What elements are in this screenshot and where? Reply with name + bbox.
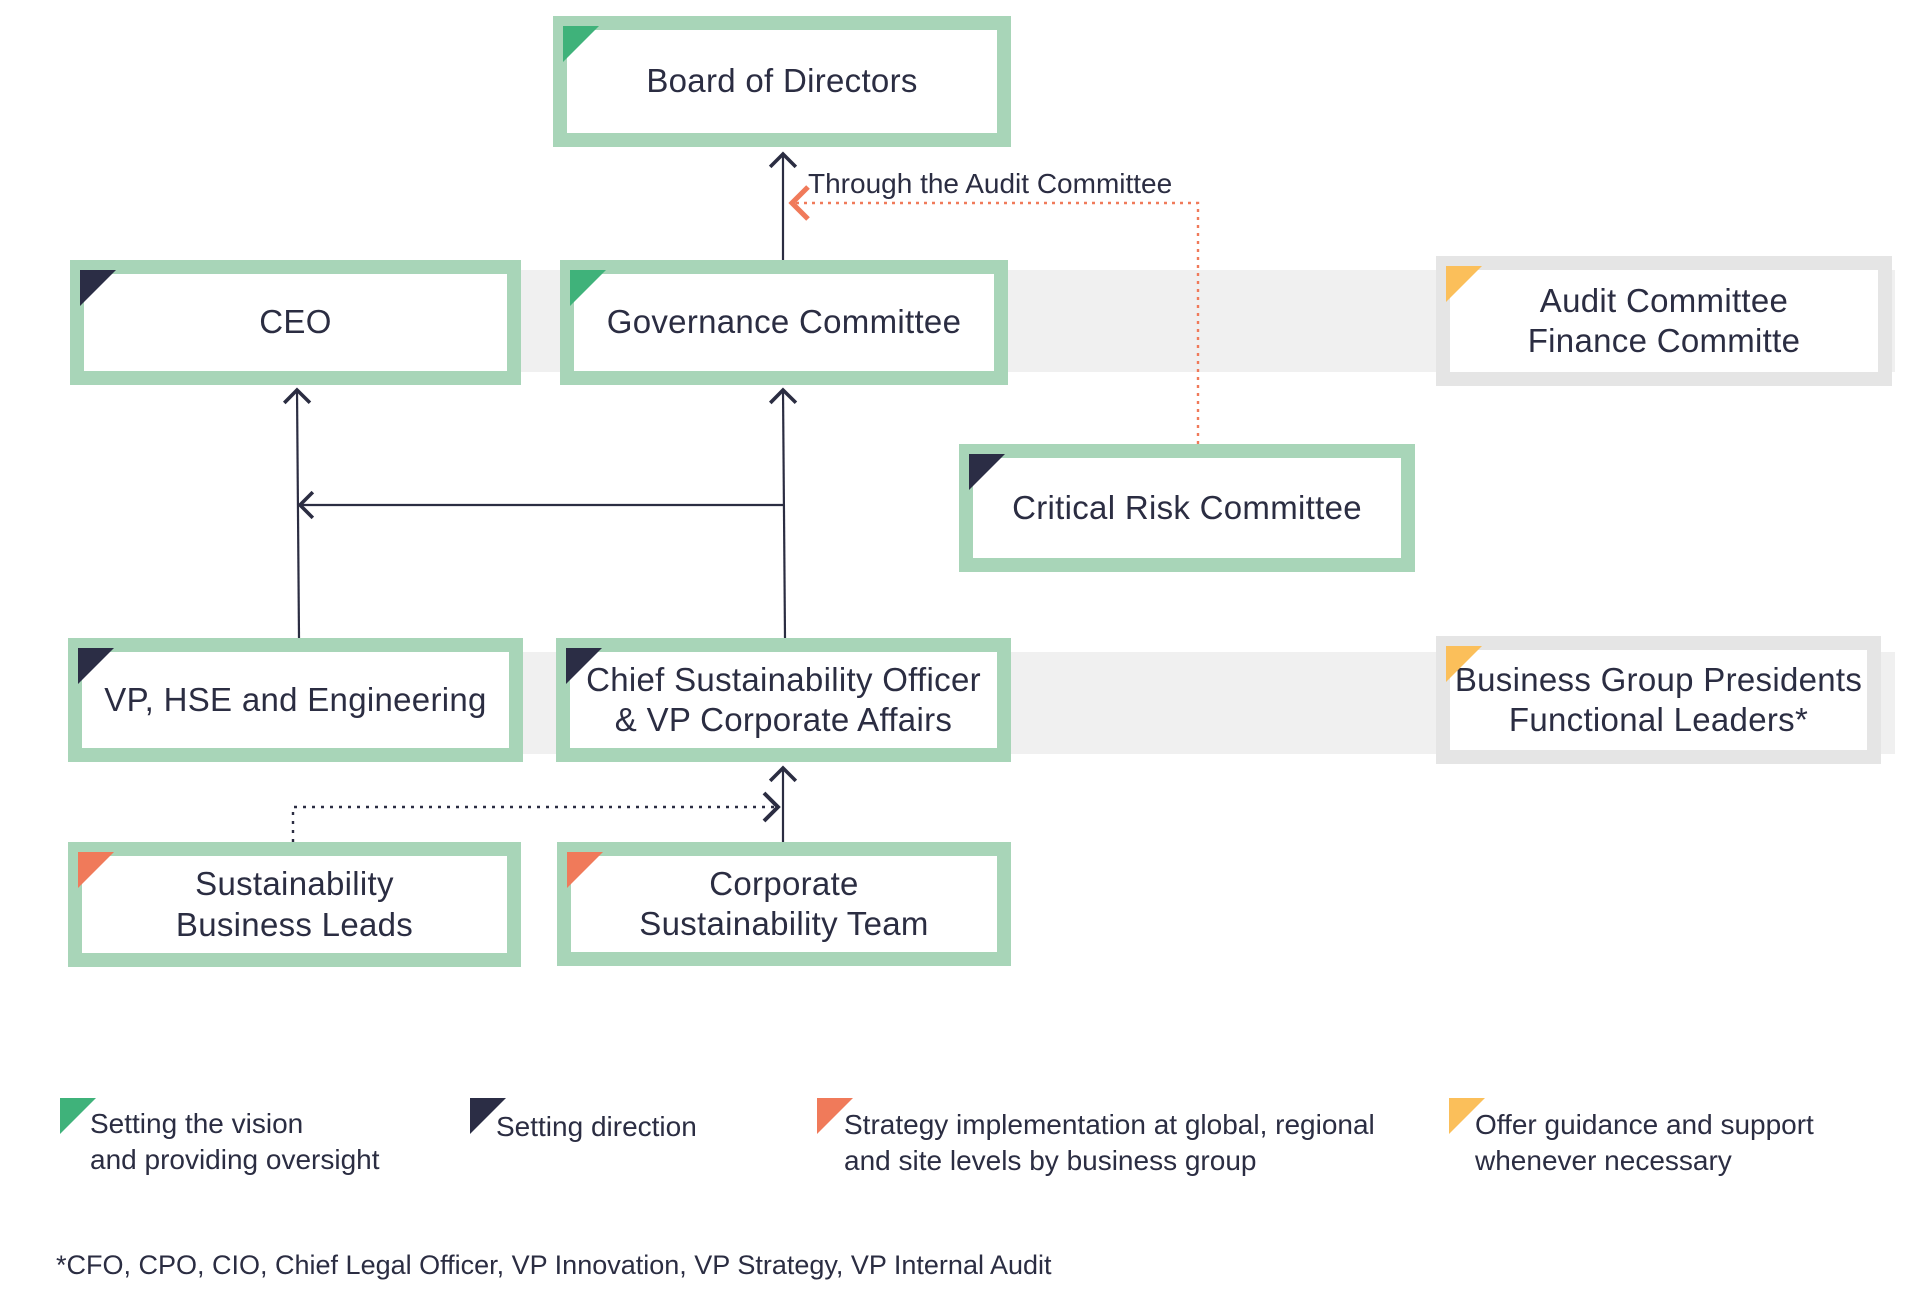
footnote: *CFO, CPO, CIO, Chief Legal Officer, VP … — [56, 1250, 1052, 1280]
coral-corner-marker — [78, 852, 114, 888]
connector-label-audit: Through the Audit Committee — [808, 168, 1173, 199]
legend-item-strategy: Strategy implementation at global, regio… — [817, 1098, 1417, 1178]
legend-item-vision: Setting the vision and providing oversig… — [60, 1098, 420, 1178]
node-sustainability-business-leads: Sustainability Business Leads — [68, 842, 521, 967]
node-label: Critical Risk Committee — [1012, 488, 1362, 526]
node-label-line2: & VP Corporate Affairs — [614, 701, 953, 738]
node-label: CEO — [259, 303, 332, 341]
navy-corner-marker — [969, 454, 1005, 490]
node-chief-sustainability-officer: Chief Sustainability Officer & VP Corpor… — [556, 638, 1011, 762]
legend-label-line1: Offer guidance and support — [1475, 1109, 1814, 1140]
node-governance-committee: Governance Committee — [560, 260, 1008, 385]
yellow-triangle-icon — [1449, 1098, 1485, 1134]
node-label-line1: Chief Sustainability Officer — [586, 660, 981, 698]
coral-corner-marker — [567, 852, 603, 888]
coral-triangle-icon — [817, 1098, 853, 1134]
node-label-line2: Sustainability Team — [639, 905, 929, 942]
legend-label-line1: Strategy implementation at global, regio… — [844, 1109, 1375, 1140]
node-ceo: CEO — [70, 260, 521, 385]
yellow-corner-marker — [1446, 646, 1482, 682]
node-label: Governance Committee — [606, 303, 962, 341]
arrow-cso-to-governance — [768, 387, 798, 639]
node-label: VP, HSE and Engineering — [104, 680, 487, 718]
node-label-line2: Business Leads — [175, 905, 414, 943]
legend-item-guidance: Offer guidance and support whenever nece… — [1449, 1098, 1889, 1178]
node-label-line1: Business Group Presidents — [1454, 660, 1863, 698]
node-critical-risk-committee: Critical Risk Committee — [959, 444, 1415, 572]
node-audit-finance-committee: Audit Committee Finance Committe — [1436, 256, 1892, 386]
node-label-line2: Finance Committe — [1527, 322, 1801, 359]
node-business-group-presidents: Business Group Presidents Functional Lea… — [1436, 636, 1881, 764]
legend-label-line1: Setting the vision — [90, 1108, 304, 1139]
arrow-vp-hse-to-ceo — [282, 387, 312, 639]
node-label-line1: Corporate — [709, 864, 859, 902]
green-triangle-icon — [60, 1098, 96, 1134]
navy-triangle-icon — [470, 1098, 506, 1134]
node-vp-hse-engineering: VP, HSE and Engineering — [68, 638, 523, 762]
dotted-leads-to-cso — [291, 791, 781, 842]
yellow-corner-marker — [1446, 266, 1482, 302]
navy-corner-marker — [78, 648, 114, 684]
green-corner-marker — [563, 26, 599, 62]
node-label-line1: Sustainability — [195, 865, 394, 903]
legend-label-line2: whenever necessary — [1475, 1145, 1732, 1177]
legend-label-line1: Setting direction — [496, 1111, 697, 1142]
dotted-critical-risk-to-board — [788, 185, 1200, 444]
legend-label-line2: and site levels by business group — [844, 1145, 1257, 1177]
navy-corner-marker — [80, 270, 116, 306]
node-label: Board of Directors — [646, 62, 918, 100]
node-label-line2: Functional Leaders* — [1508, 701, 1809, 738]
legend-label-line2: and providing oversight — [90, 1144, 380, 1176]
navy-corner-marker — [566, 648, 602, 684]
node-corporate-sustainability-team: Corporate Sustainability Team — [557, 842, 1011, 966]
node-label-line1: Audit Committee — [1539, 281, 1789, 319]
green-corner-marker — [570, 270, 606, 306]
node-board-of-directors: Board of Directors — [553, 16, 1011, 147]
legend-item-direction: Setting direction — [470, 1098, 770, 1178]
